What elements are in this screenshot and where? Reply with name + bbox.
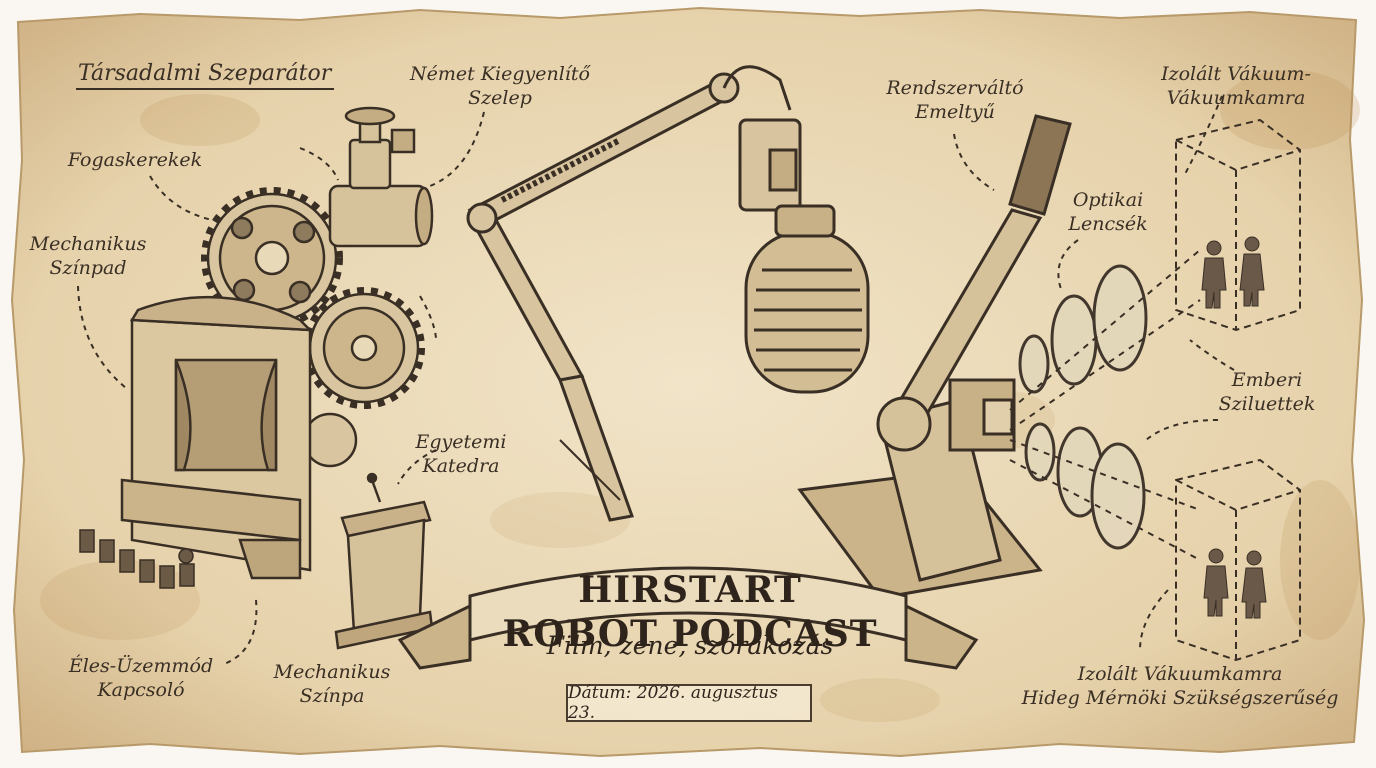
date-box: Dátum: 2026. augusztus 23. — [566, 683, 812, 723]
label-lenses-line1: Optikai — [1072, 189, 1144, 211]
stain — [1220, 70, 1360, 150]
label-stage: Mechanikus Színpad — [28, 232, 148, 280]
podcast-subtitle: Film, zene, szórakozás — [546, 631, 834, 660]
stain — [140, 94, 260, 146]
label-silhouettes: Emberi Sziluettek — [1212, 368, 1322, 416]
label-switch-line1: Éles-Üzemmód — [68, 655, 214, 677]
valve-illustration — [328, 106, 434, 248]
lens-illustration — [1018, 264, 1148, 550]
ribbon-banner — [397, 566, 979, 670]
label-stage-small-line1: Mechanikus — [273, 661, 391, 683]
heading: Társadalmi Szeparátor — [78, 61, 332, 86]
podcast-title: HIRSTART ROBOT PODCAST — [502, 569, 878, 655]
vacuum-chamber-illustration — [1175, 118, 1301, 662]
human-silhouette-illustration — [1201, 236, 1267, 619]
stage-illustration — [120, 295, 314, 580]
boom-arm-illustration — [466, 65, 802, 522]
label-lever-line1: Rendszerváltó — [886, 77, 1024, 99]
label-valve-line2: Szelep — [468, 87, 532, 109]
label-valve-line1: Német Kiegyenlítő — [410, 63, 590, 85]
label-chamber-bottom-line1: Izolált Vákuumkamra — [1077, 663, 1283, 685]
label-silhouettes-line2: Sziluettek — [1218, 393, 1316, 415]
label-lectern-line1: Egyetemi — [415, 431, 507, 453]
audience-seats — [79, 529, 195, 589]
label-stage-line2: Színpad — [49, 257, 127, 279]
label-chamber-top-line2: Vákuumkamra — [1166, 87, 1306, 109]
label-chamber-bottom-line2: Hideg Mérnöki Szükségszerűség — [1021, 687, 1339, 709]
annotation-arrows — [77, 95, 1235, 665]
gear-teeth — [201, 187, 425, 409]
label-switch-line2: Kapcsoló — [97, 679, 185, 701]
label-switch: Éles-Üzemmód Kapcsoló — [66, 654, 216, 702]
label-chamber-bottom: Izolált Vákuumkamra Hideg Mérnöki Szüksé… — [1020, 662, 1340, 710]
label-valve: Német Kiegyenlítő Szelep — [400, 62, 600, 110]
microphone-illustration — [744, 204, 870, 394]
stain — [820, 678, 940, 722]
label-lever-line2: Emeltyű — [915, 101, 995, 123]
label-lever: Rendszerváltó Emeltyű — [880, 76, 1030, 124]
label-lectern-line2: Katedra — [422, 455, 500, 477]
light-rays — [1009, 249, 1201, 561]
lectern-illustration — [334, 472, 434, 650]
label-chamber-top: Izolált Vákuum- Vákuumkamra — [1146, 62, 1326, 110]
lever-illustration — [797, 114, 1072, 600]
stain — [1280, 480, 1360, 640]
label-lenses-line2: Lencsék — [1068, 213, 1148, 235]
label-stage-small-line2: Színpa — [299, 685, 365, 707]
label-stage-line1: Mechanikus — [29, 233, 147, 255]
label-stage-small: Mechanikus Színpa — [272, 660, 392, 708]
date-text: Dátum: 2026. augusztus 23. — [568, 683, 778, 723]
stain — [490, 492, 630, 548]
label-gears: Fogaskerekek — [67, 149, 203, 171]
label-silhouettes-line1: Emberi — [1231, 369, 1303, 391]
gears-illustration — [206, 192, 420, 468]
heading-underline — [76, 88, 334, 90]
label-chamber-top-line1: Izolált Vákuum- — [1161, 63, 1311, 85]
label-lenses: Optikai Lencsék — [1048, 188, 1168, 236]
label-lectern: Egyetemi Katedra — [406, 430, 516, 478]
